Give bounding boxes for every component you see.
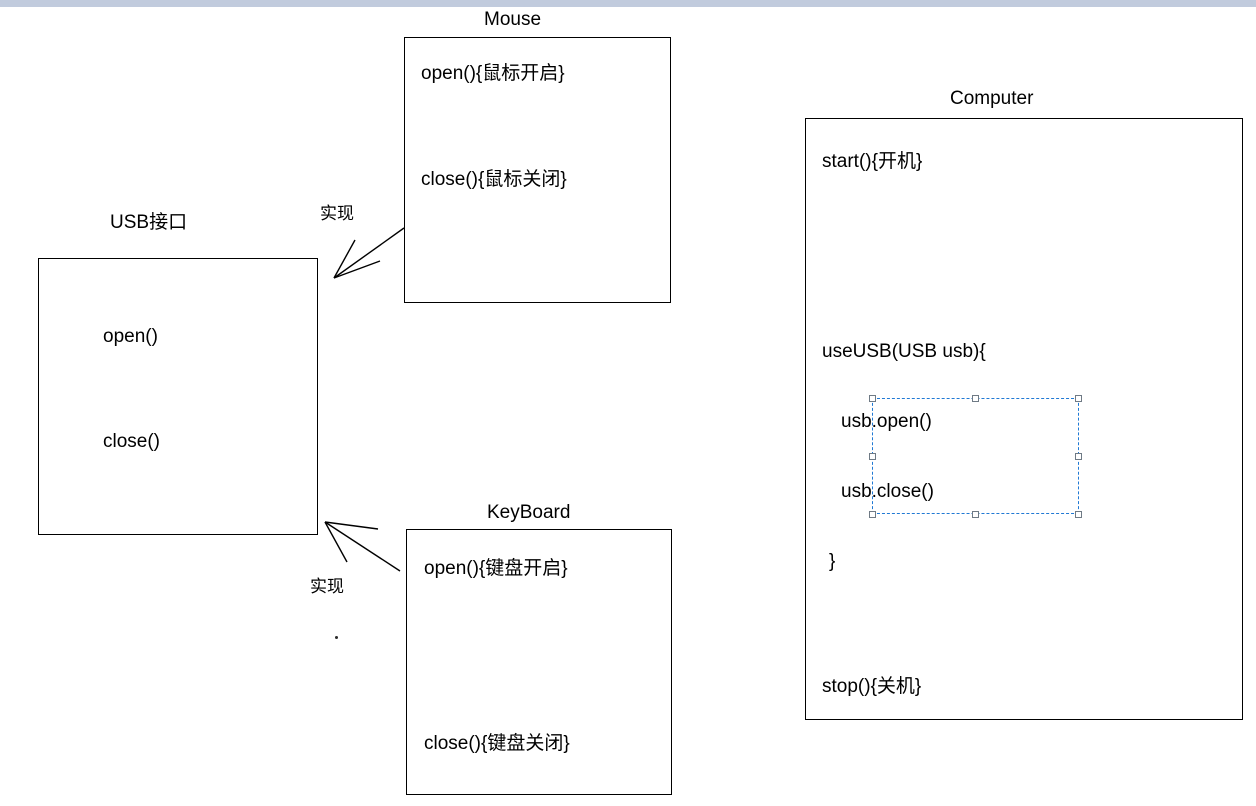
stray-dot-mark xyxy=(335,636,338,639)
class-member-computer-stop: stop(){关机} xyxy=(822,676,922,697)
relation-arrow-mouse-implements-usb xyxy=(333,227,405,279)
class-member-mouse-close: close(){鼠标关闭} xyxy=(421,169,567,190)
class-member-computer-close-brace: } xyxy=(829,551,836,572)
selection-rectangle[interactable] xyxy=(869,395,1082,518)
relation-label-keyboard-implements-usb: 实现 xyxy=(310,577,344,596)
relation-arrow-keyboard-implements-usb xyxy=(324,521,401,572)
class-box-mouse[interactable] xyxy=(404,37,671,303)
relation-label-mouse-implements-usb: 实现 xyxy=(320,204,354,223)
selection-handle-e[interactable] xyxy=(1075,453,1082,460)
class-member-keyboard-close: close(){键盘关闭} xyxy=(424,733,570,754)
class-member-computer-useusb: useUSB(USB usb){ xyxy=(822,341,986,362)
class-member-usb-close: close() xyxy=(103,431,161,452)
selection-handle-w[interactable] xyxy=(869,453,876,460)
class-member-computer-usb-close: usb.close() xyxy=(841,481,934,502)
selection-handle-ne[interactable] xyxy=(1075,395,1082,402)
class-title-mouse: Mouse xyxy=(484,9,542,30)
class-box-computer[interactable] xyxy=(805,118,1243,720)
class-member-keyboard-open: open(){键盘开启} xyxy=(424,558,568,579)
class-box-keyboard[interactable] xyxy=(406,529,672,795)
class-box-usb[interactable] xyxy=(38,258,318,535)
class-member-usb-open: open() xyxy=(103,326,158,347)
class-member-computer-start: start(){开机} xyxy=(822,151,923,172)
window-top-strip xyxy=(0,0,1256,7)
class-title-computer: Computer xyxy=(950,88,1034,109)
class-title-usb: USB接口 xyxy=(110,212,188,233)
class-title-keyboard: KeyBoard xyxy=(487,502,571,523)
selection-handle-sw[interactable] xyxy=(869,511,876,518)
selection-handle-n[interactable] xyxy=(972,395,979,402)
selection-handle-s[interactable] xyxy=(972,511,979,518)
class-member-computer-usb-open: usb.open() xyxy=(841,411,932,432)
selection-handle-se[interactable] xyxy=(1075,511,1082,518)
class-member-mouse-open: open(){鼠标开启} xyxy=(421,63,565,84)
selection-handle-nw[interactable] xyxy=(869,395,876,402)
